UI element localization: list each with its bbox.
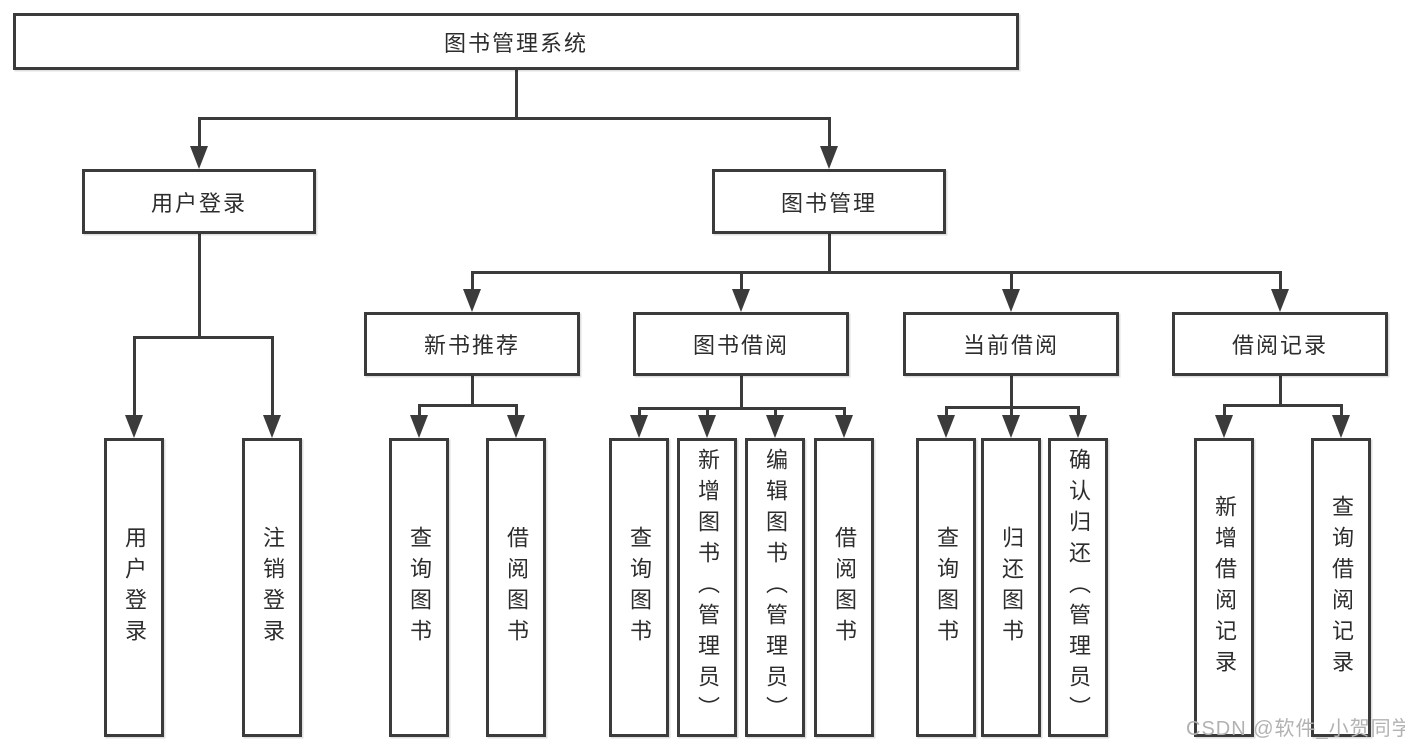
connector-line xyxy=(418,404,518,407)
connector-line xyxy=(471,271,1281,274)
connector-line xyxy=(828,234,831,272)
leaf-label: 编辑图书（管理员） xyxy=(763,448,788,727)
connector-line xyxy=(828,117,831,146)
connector-line xyxy=(945,406,948,415)
leaf-label: 新增图书（管理员） xyxy=(695,448,720,727)
leaf-return-books: 归还图书 xyxy=(981,438,1041,737)
connector-line xyxy=(843,407,846,415)
connector-line xyxy=(1279,271,1282,289)
connector-line xyxy=(198,234,201,337)
arrow-down-icon xyxy=(263,415,281,438)
arrow-down-icon xyxy=(1271,289,1289,312)
leaf-borrow-books: 借阅图书 xyxy=(486,438,546,737)
node-new-book-recommend: 新书推荐 xyxy=(364,312,580,376)
leaf-label: 新增借阅记录 xyxy=(1212,494,1237,681)
connector-line xyxy=(1223,404,1343,407)
arrow-down-icon xyxy=(835,415,853,438)
node-book-management: 图书管理 xyxy=(712,169,946,234)
node-label: 新书推荐 xyxy=(423,333,520,358)
connector-line xyxy=(471,271,474,289)
node-user-login: 用户登录 xyxy=(82,169,316,234)
connector-line xyxy=(418,404,421,415)
leaf-label: 查询借阅记录 xyxy=(1329,494,1354,681)
leaf-edit-books-admin: 编辑图书（管理员） xyxy=(745,438,805,737)
leaf-query-books: 查询图书 xyxy=(389,438,449,737)
connector-line xyxy=(515,404,518,415)
leaf-add-books-admin: 新增图书（管理员） xyxy=(677,438,737,737)
arrow-down-icon xyxy=(630,415,648,438)
leaf-label: 注销登录 xyxy=(260,525,285,650)
connector-line xyxy=(1340,404,1343,415)
leaf-label: 查询图书 xyxy=(627,525,652,650)
leaf-label: 确认归还（管理员） xyxy=(1066,448,1091,727)
connector-line xyxy=(706,407,709,415)
leaf-add-borrow-record: 新增借阅记录 xyxy=(1194,438,1254,737)
node-label: 图书借阅 xyxy=(692,333,789,358)
csdn-watermark: CSDN @软件_小贺同学 xyxy=(1186,718,1405,740)
node-label: 用户登录 xyxy=(150,190,247,216)
leaf-query-books: 查询图书 xyxy=(916,438,976,737)
arrow-down-icon xyxy=(463,289,481,312)
connector-line xyxy=(774,407,777,415)
node-label: 当前借阅 xyxy=(962,333,1059,358)
arrow-down-icon xyxy=(507,415,525,438)
leaf-query-borrow-record: 查询借阅记录 xyxy=(1311,438,1371,737)
leaf-label: 用户登录 xyxy=(122,525,147,650)
connector-line xyxy=(198,117,201,146)
arrow-down-icon xyxy=(1332,415,1350,438)
connector-line xyxy=(515,70,518,118)
arrow-down-icon xyxy=(1215,415,1233,438)
connector-line xyxy=(271,336,274,415)
node-label: 图书管理系统 xyxy=(443,30,588,56)
arrow-down-icon xyxy=(698,415,716,438)
arrow-down-icon xyxy=(1069,415,1087,438)
leaf-label: 查询图书 xyxy=(407,525,432,650)
connector-line xyxy=(1010,376,1013,408)
leaf-logout: 注销登录 xyxy=(242,438,302,737)
connector-line xyxy=(133,336,136,415)
leaf-label: 查询图书 xyxy=(934,525,959,650)
arrow-down-icon xyxy=(732,289,750,312)
connector-line xyxy=(1077,406,1080,415)
leaf-label: 借阅图书 xyxy=(832,525,857,650)
node-label: 借阅记录 xyxy=(1231,333,1328,358)
node-label: 图书管理 xyxy=(780,190,877,216)
arrow-down-icon xyxy=(1002,415,1020,438)
connector-line xyxy=(1223,404,1226,415)
leaf-confirm-return-admin: 确认归还（管理员） xyxy=(1048,438,1108,737)
connector-line xyxy=(638,407,846,410)
connector-line xyxy=(198,117,830,120)
leaf-label: 归还图书 xyxy=(999,525,1024,650)
arrow-down-icon xyxy=(125,415,143,438)
arrow-down-icon xyxy=(410,415,428,438)
leaf-user-login: 用户登录 xyxy=(104,438,164,737)
arrow-down-icon xyxy=(190,146,208,169)
node-library-management-system: 图书管理系统 xyxy=(13,13,1019,70)
leaf-label: 借阅图书 xyxy=(504,525,529,650)
node-book-borrow: 图书借阅 xyxy=(633,312,849,376)
connector-line xyxy=(1279,376,1282,406)
leaf-query-books: 查询图书 xyxy=(609,438,669,737)
arrow-down-icon xyxy=(766,415,784,438)
arrow-down-icon xyxy=(820,146,838,169)
arrow-down-icon xyxy=(1002,289,1020,312)
connector-line xyxy=(471,376,474,406)
arrow-down-icon xyxy=(937,415,955,438)
connector-line xyxy=(1010,406,1013,415)
leaf-borrow-books: 借阅图书 xyxy=(814,438,874,737)
connector-line xyxy=(133,336,273,339)
connector-line xyxy=(638,407,641,415)
node-borrow-records: 借阅记录 xyxy=(1172,312,1388,376)
connector-line xyxy=(740,376,743,409)
connector-line xyxy=(1010,271,1013,289)
node-current-borrow: 当前借阅 xyxy=(903,312,1119,376)
connector-line xyxy=(740,271,743,289)
